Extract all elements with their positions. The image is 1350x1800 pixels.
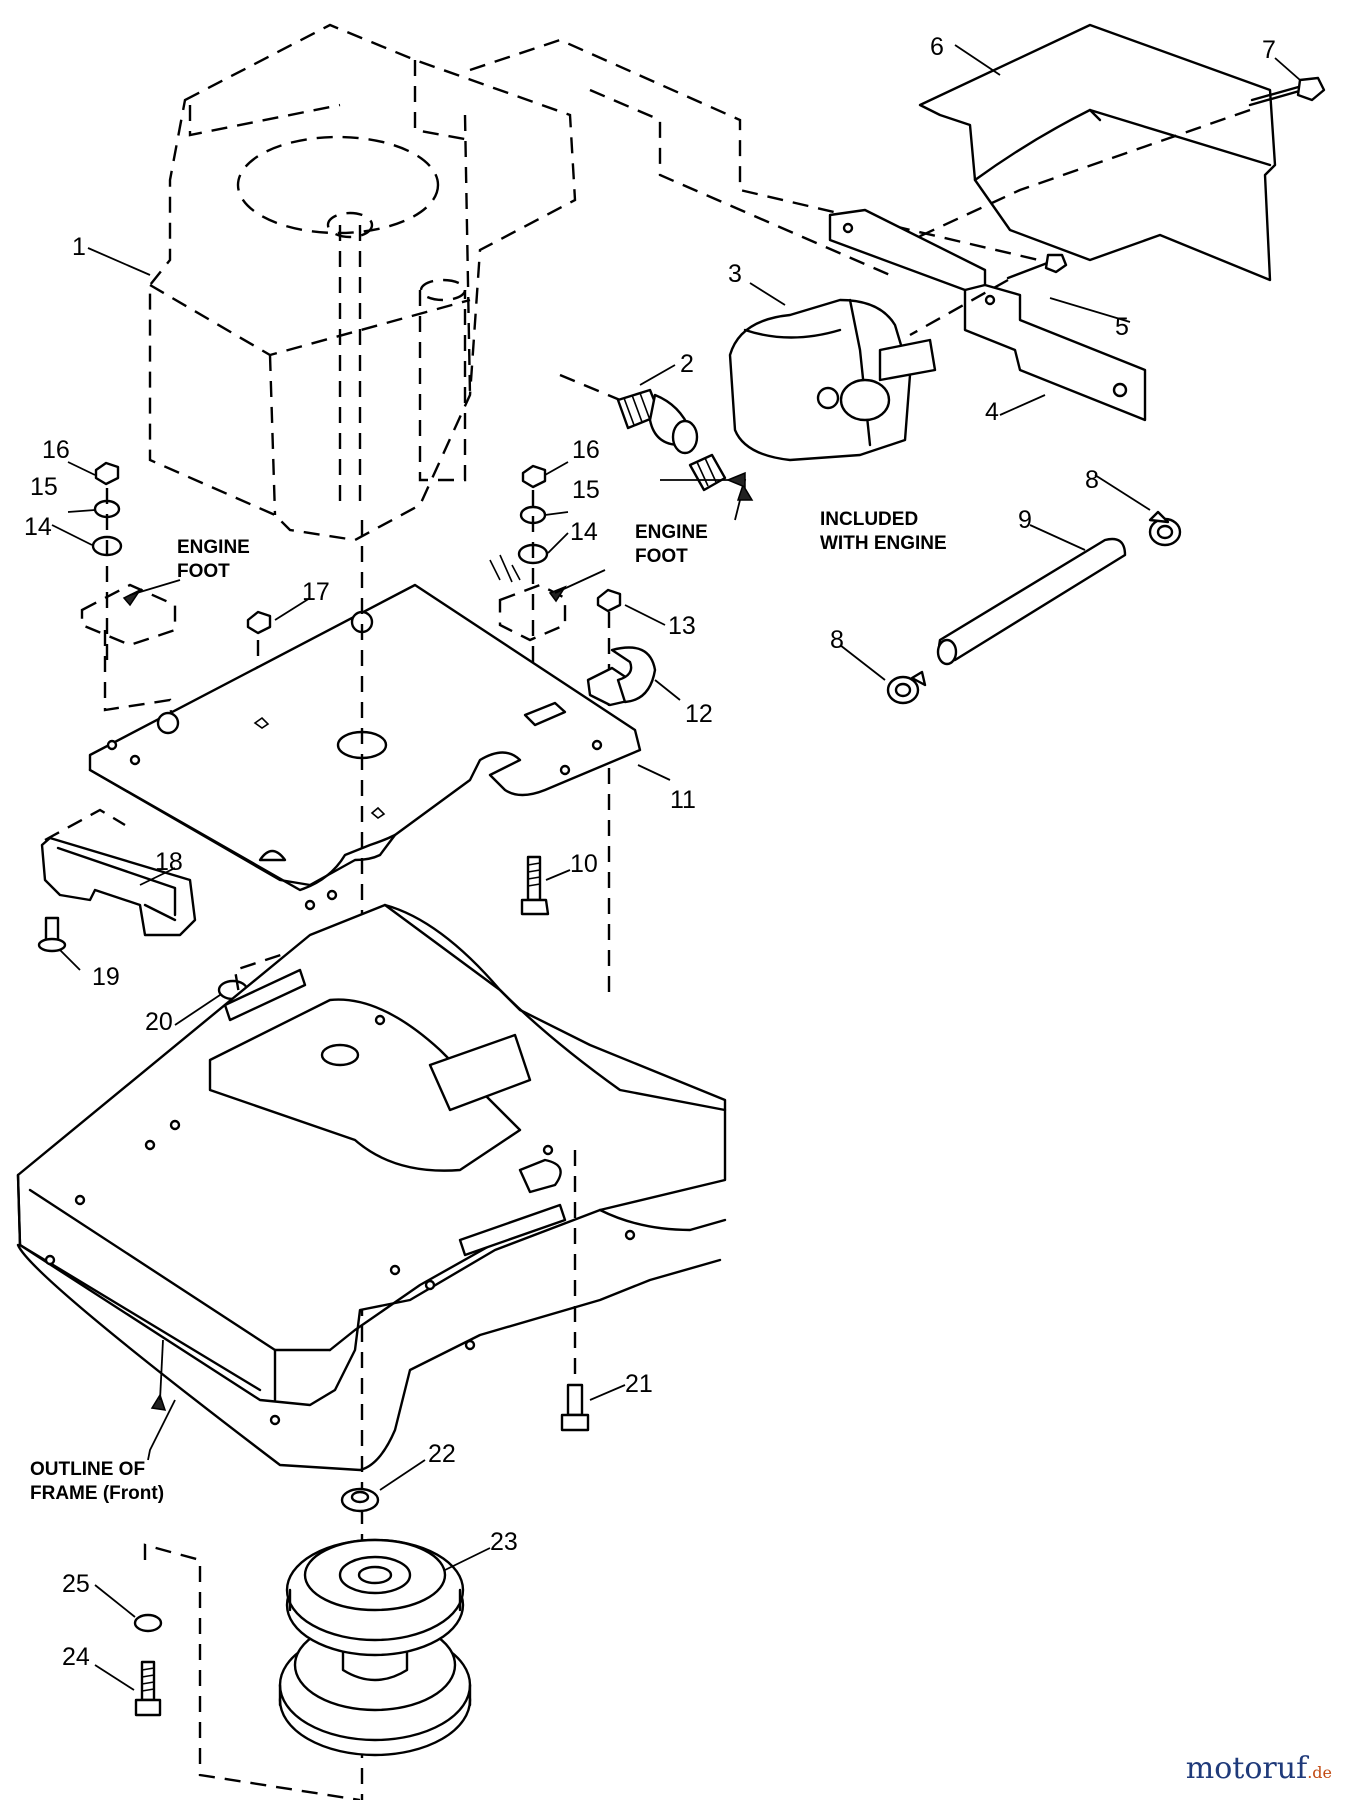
callout-15-right: 15 [572,476,600,504]
note-outline-line1: OUTLINE OF [30,1459,145,1480]
bolt-5 [1006,253,1068,280]
callout-23: 23 [490,1528,518,1556]
callout-7: 7 [1262,36,1276,64]
callout-14-left: 14 [24,513,52,541]
fuel-line [936,537,1127,666]
note-included-line1: INCLUDED [820,509,918,530]
callout-10: 10 [570,850,598,878]
heat-shield [918,23,1277,282]
clip-12 [586,646,657,707]
hardware-stack-left [91,461,123,660]
callout-13: 13 [668,612,696,640]
note-engine-foot-right-line1: ENGINE [635,522,708,543]
callout-1: 1 [72,233,86,261]
callout-6: 6 [930,33,944,61]
muffler-bracket [828,208,1147,422]
hose-clamp-8-top [1148,510,1182,547]
frame-outline [16,903,727,1472]
callout-8-top: 8 [1085,466,1099,494]
callout-24: 24 [62,1643,90,1671]
note-engine-foot-right-line2: FOOT [635,546,688,567]
watermark-logo: motoruf.de [1186,1751,1332,1786]
pulley-23 [278,1538,472,1757]
muffler [728,298,937,462]
text-notes: ENGINE FOOT ENGINE FOOT INCLUDED WITH EN… [30,509,947,1504]
callout-15-left: 15 [30,473,58,501]
callout-16-left: 16 [42,436,70,464]
callout-9: 9 [1018,506,1032,534]
exhaust-fitting-2 [616,388,699,455]
callout-4: 4 [985,398,999,426]
callout-19: 19 [92,963,120,991]
engine-mount-plate [88,583,642,911]
engine-foot-left [80,583,177,761]
watermark-main: motoruf [1185,1751,1308,1786]
callout-14-right: 14 [570,518,598,546]
callout-20: 20 [145,1008,173,1036]
washer-25 [133,1613,163,1633]
callout-11: 11 [670,786,696,814]
callout-16-right: 16 [572,436,600,464]
callout-3: 3 [728,260,742,288]
bolt-7 [1248,76,1326,107]
note-engine-foot-left-line1: ENGINE [177,537,250,558]
fitting-included [688,453,727,492]
leader-lines [51,44,1301,1691]
nut-17 [246,610,272,635]
callout-8-bottom: 8 [830,626,844,654]
watermark-tld: .de [1307,1763,1332,1782]
washer-22 [340,1487,380,1513]
engine [148,23,577,542]
bolt-19 [37,916,67,953]
nut-13 [596,588,622,613]
callout-numbers: 1 2 3 4 5 6 7 8 8 9 10 11 12 13 14 14 15… [24,33,1276,1671]
note-engine-foot-left-line2: FOOT [177,561,230,582]
note-included-line2: WITH ENGINE [820,533,947,554]
bolt-21 [560,1383,590,1432]
bolt-10 [520,855,550,916]
callout-12: 12 [685,700,713,728]
hose-clamp-8-bottom [886,670,927,705]
callout-5: 5 [1115,313,1129,341]
callout-18: 18 [155,848,183,876]
bolt-24 [134,1660,162,1717]
callout-21: 21 [625,1370,653,1398]
callout-25: 25 [62,1570,90,1598]
note-outline-line2: FRAME (Front) [30,1483,164,1504]
engine-foot-right [489,554,567,642]
callout-2: 2 [680,350,694,378]
callout-17: 17 [302,578,330,606]
callout-22: 22 [428,1440,456,1468]
